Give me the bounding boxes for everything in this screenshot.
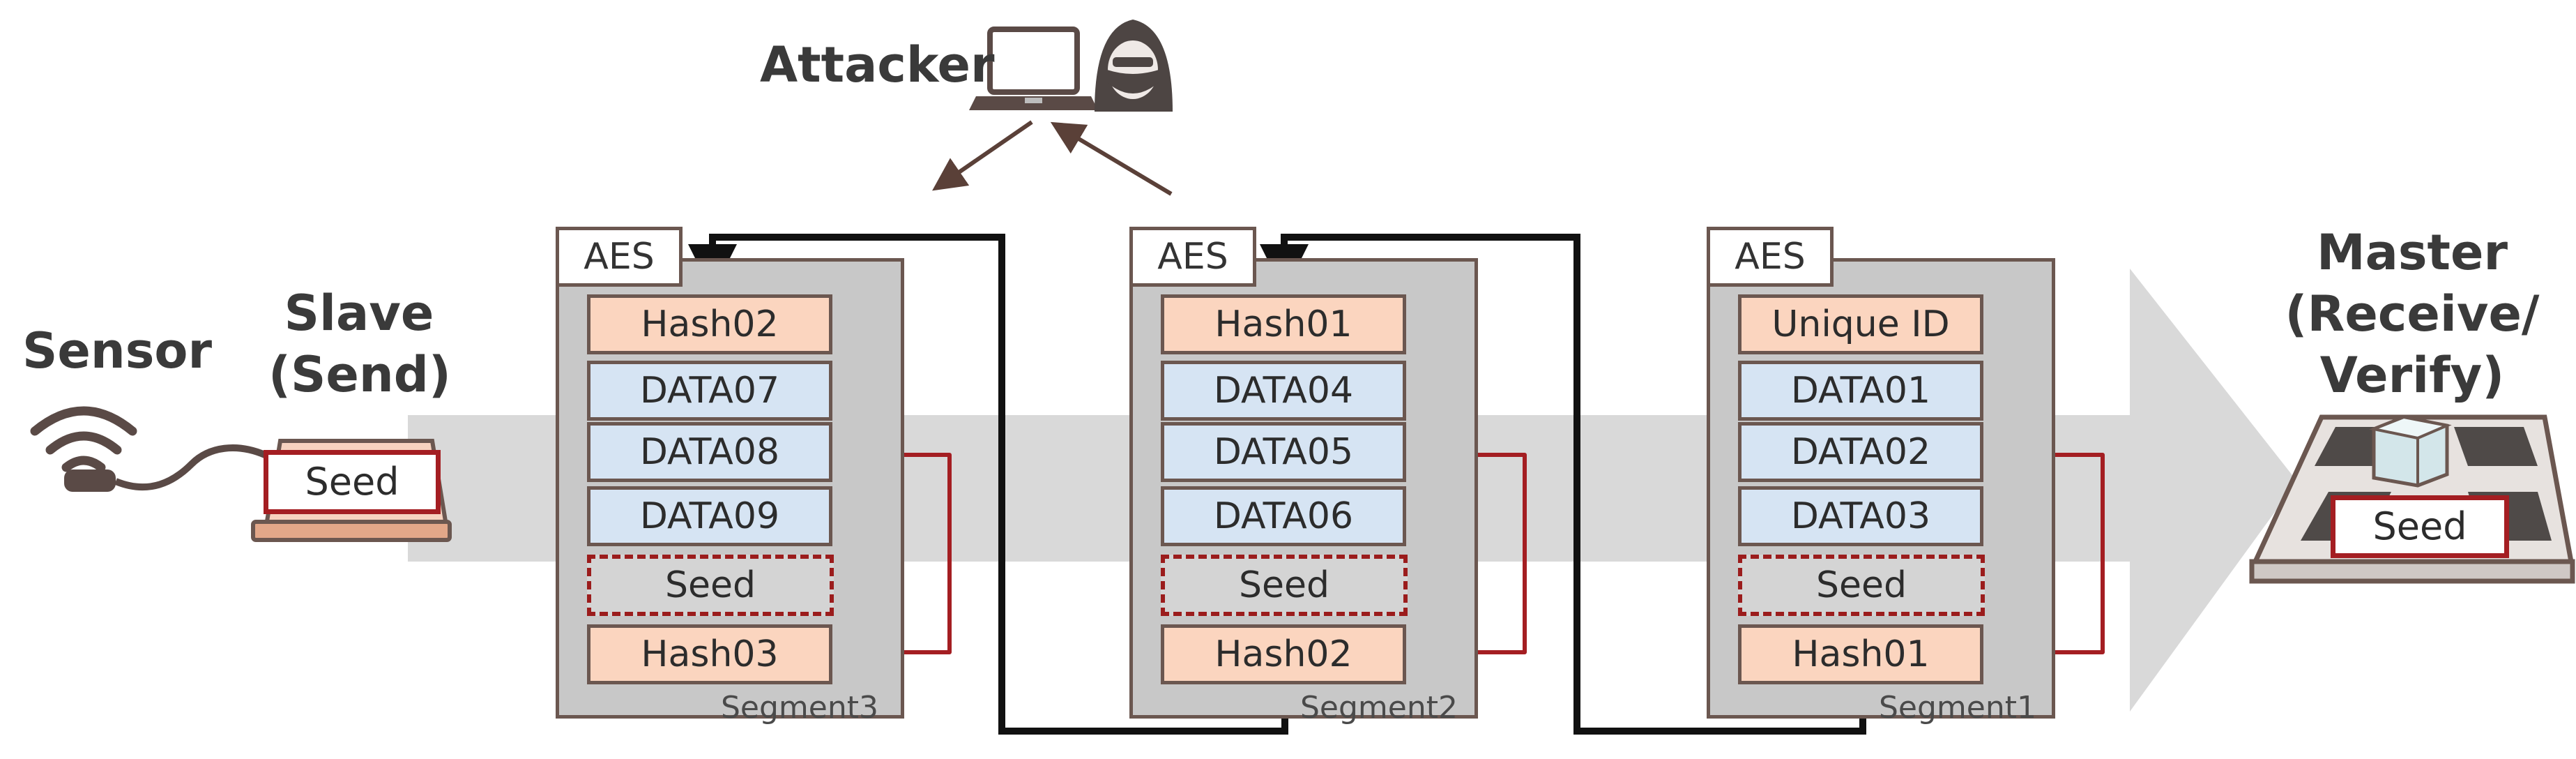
segment-2-data-3: DATA06 [1161, 486, 1406, 546]
segment-3-panel: Hash02 DATA07 DATA08 DATA09 Seed Hash03 … [556, 258, 904, 726]
hacker-icon [1095, 20, 1173, 112]
segment-3-seed: Seed [587, 555, 834, 616]
master-label: Master (Receive/ Verify) [2280, 222, 2545, 406]
segment-1-data-3: DATA03 [1738, 486, 1983, 546]
segment-2-panel: Hash01 DATA04 DATA05 DATA06 Seed Hash02 … [1129, 258, 1478, 726]
slave-label-line2: (Send) [268, 346, 451, 403]
segment-3-aes-tab: AES [556, 227, 683, 287]
sensor-icon [30, 406, 137, 472]
segment-1-seed: Seed [1738, 555, 1985, 616]
segment-1-out: Hash01 [1738, 624, 1983, 684]
segment-2-out: Hash02 [1161, 624, 1406, 684]
slave-label: Slave (Send) [268, 283, 451, 405]
segment-1-data-2: DATA02 [1738, 422, 1983, 482]
segment-1-head: Unique ID [1738, 294, 1983, 354]
segment-3-head: Hash02 [587, 294, 832, 354]
segment-1-aes-tab: AES [1707, 227, 1834, 287]
sensor-probe [64, 469, 116, 492]
master-seed-box: Seed [2331, 495, 2509, 558]
master-label-line3: Verify) [2319, 347, 2505, 404]
slave-label-line1: Slave [284, 285, 434, 342]
chain-line-seg2-to-seg3 [688, 234, 1288, 735]
attacker-label: Attacker [760, 36, 995, 93]
laptop-icon [969, 27, 1098, 110]
segment-3-data-2: DATA08 [587, 422, 832, 482]
attacker-arrow-in [1050, 121, 1173, 196]
segment-1-name: Segment1 [1879, 690, 2036, 726]
segment-3-data-1: DATA07 [587, 361, 832, 421]
segment-2-data-1: DATA04 [1161, 361, 1406, 421]
segment-2-seed: Seed [1161, 555, 1408, 616]
slave-seed-box: Seed [264, 450, 441, 514]
master-label-line2: (Receive/ [2285, 285, 2540, 343]
segment-2-aes-tab: AES [1129, 227, 1256, 287]
segment-3-out: Hash03 [587, 624, 832, 684]
segment-3-name: Segment3 [721, 690, 878, 726]
segment-1-panel: Unique ID DATA01 DATA02 DATA03 Seed Hash… [1707, 258, 2055, 726]
chain-line-seg1-to-seg2 [1260, 234, 1866, 735]
segment-2-head: Hash01 [1161, 294, 1406, 354]
attacker-arrow-out [932, 120, 1033, 191]
master-label-line1: Master [2316, 224, 2508, 281]
sensor-label: Sensor [22, 322, 213, 380]
sensor-cable [114, 444, 266, 491]
segment-2-data-2: DATA05 [1161, 422, 1406, 482]
segment-2-name: Segment2 [1300, 690, 1458, 726]
segment-3-data-3: DATA09 [587, 486, 832, 546]
segment-1-data-1: DATA01 [1738, 361, 1983, 421]
